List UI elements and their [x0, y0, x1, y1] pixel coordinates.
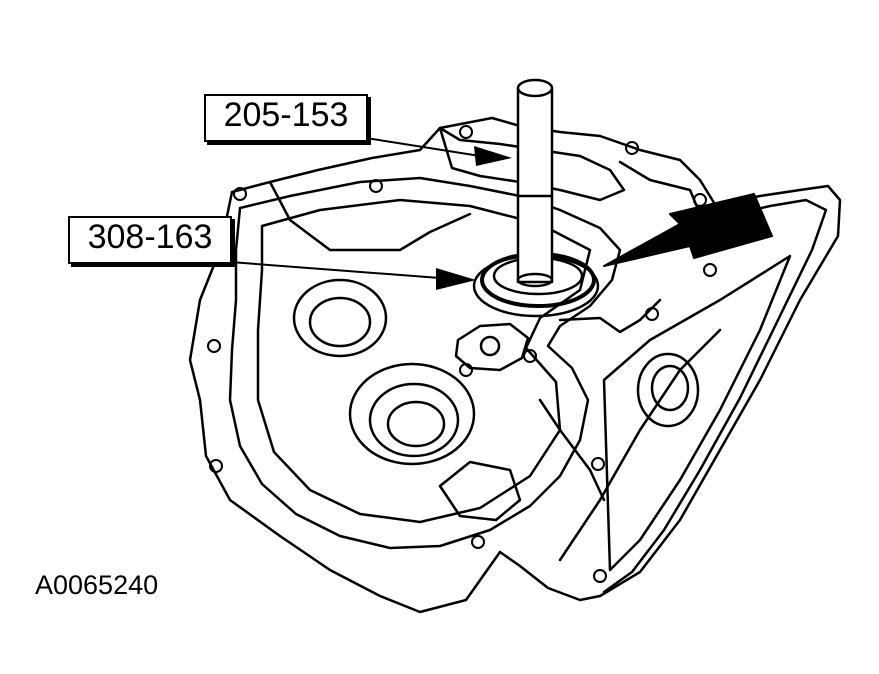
arrowhead-205-153 — [474, 146, 512, 166]
lower-rib — [538, 398, 606, 502]
callout-308-163: 308-163 — [68, 216, 232, 264]
installer-shaft-top — [516, 78, 554, 98]
upper-boss — [438, 126, 626, 202]
figure-id: A0065240 — [35, 570, 159, 600]
mating-flange — [228, 176, 622, 550]
upper-rib — [268, 180, 472, 252]
installer-shaft — [516, 86, 554, 284]
case-housing-outline — [188, 116, 842, 614]
arrowhead-308-163 — [436, 268, 476, 290]
left-bore-inner — [308, 296, 372, 348]
leader-line-308-163 — [229, 261, 441, 279]
installation-direction-arrow — [603, 193, 773, 267]
left-bore-outer — [292, 278, 388, 358]
bolt-holes — [207, 125, 717, 583]
side-panel-rib — [558, 328, 722, 562]
leader-line-205-153 — [365, 137, 481, 157]
lower-bore-inner — [386, 400, 446, 448]
center-boss — [454, 322, 530, 372]
case-side-face — [602, 198, 828, 594]
lower-pocket — [438, 460, 522, 522]
side-panel-inner — [602, 254, 792, 572]
side-bore-inner — [650, 364, 690, 412]
side-bore — [636, 352, 700, 428]
lower-bore-outer — [348, 362, 476, 466]
center-boss-hole — [479, 335, 501, 357]
mid-rib — [558, 298, 662, 334]
installer-shaft-base — [516, 272, 554, 288]
callout-205-153: 205-153 — [204, 94, 368, 142]
lower-bore-mid — [368, 382, 460, 458]
